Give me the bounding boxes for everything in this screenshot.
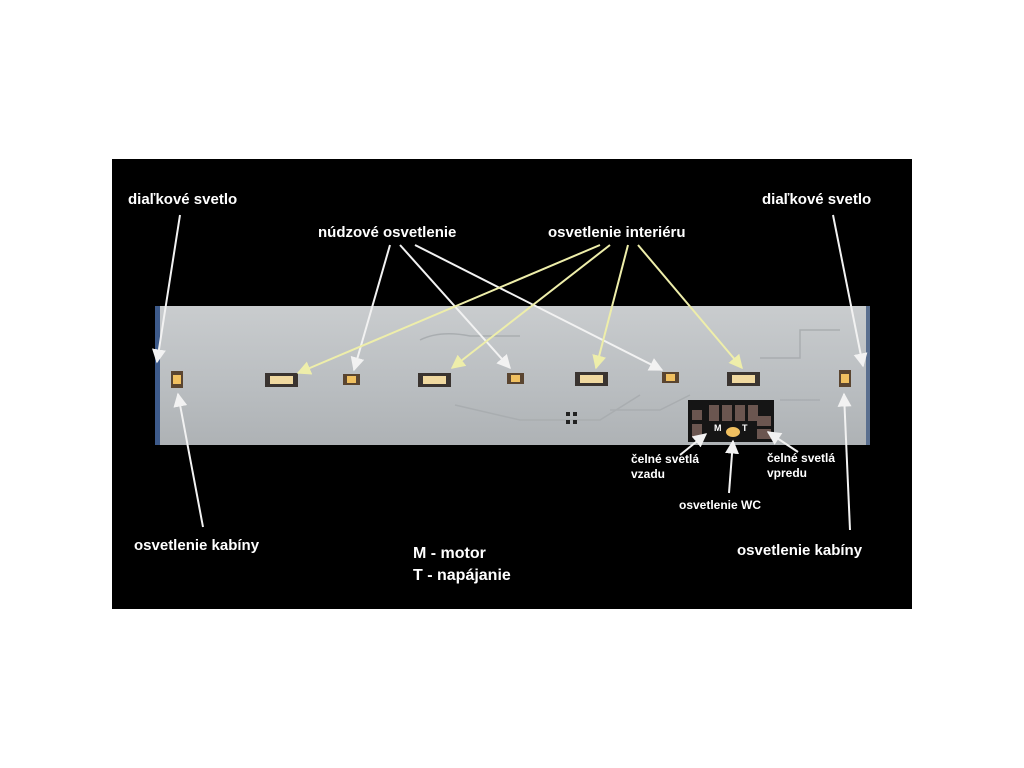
label-high-beam-right: diaľkové svetlo [762, 191, 871, 209]
label-high-beam-left: diaľkové svetlo [128, 191, 237, 209]
label-wc-lighting: osvetlenie WC [679, 498, 761, 513]
led-wc [726, 427, 740, 437]
pad-label-m: M [714, 423, 722, 433]
label-headlights-front-line2: vpredu [767, 466, 807, 481]
label-interior-lighting: osvetlenie interiéru [548, 224, 686, 242]
connector-pads [566, 400, 774, 442]
led-emergency-1 [343, 374, 360, 385]
label-cabin-lighting-left: osvetlenie kabíny [134, 537, 259, 555]
arrows-yellow [298, 245, 742, 373]
label-cabin-lighting-right: osvetlenie kabíny [737, 542, 862, 560]
pad-label-t: T [742, 423, 748, 433]
led-emergency-3 [662, 372, 679, 383]
legend-power: T - napájanie [413, 566, 511, 585]
led-emergency-2 [507, 373, 524, 384]
led-interior-1 [265, 373, 298, 387]
led-interior-2 [418, 373, 451, 387]
label-headlights-front-line1: čelné svetlá [767, 451, 835, 466]
label-headlights-rear-line2: vzadu [631, 467, 665, 482]
label-headlights-rear-line1: čelné svetlá [631, 452, 699, 467]
led-cabin-left [171, 371, 183, 388]
led-interior-4 [727, 372, 760, 386]
led-cabin-right [839, 370, 851, 387]
label-emergency-lighting: núdzové osvetlenie [318, 224, 456, 242]
legend-motor: M - motor [413, 544, 486, 563]
led-interior-3 [575, 372, 608, 386]
